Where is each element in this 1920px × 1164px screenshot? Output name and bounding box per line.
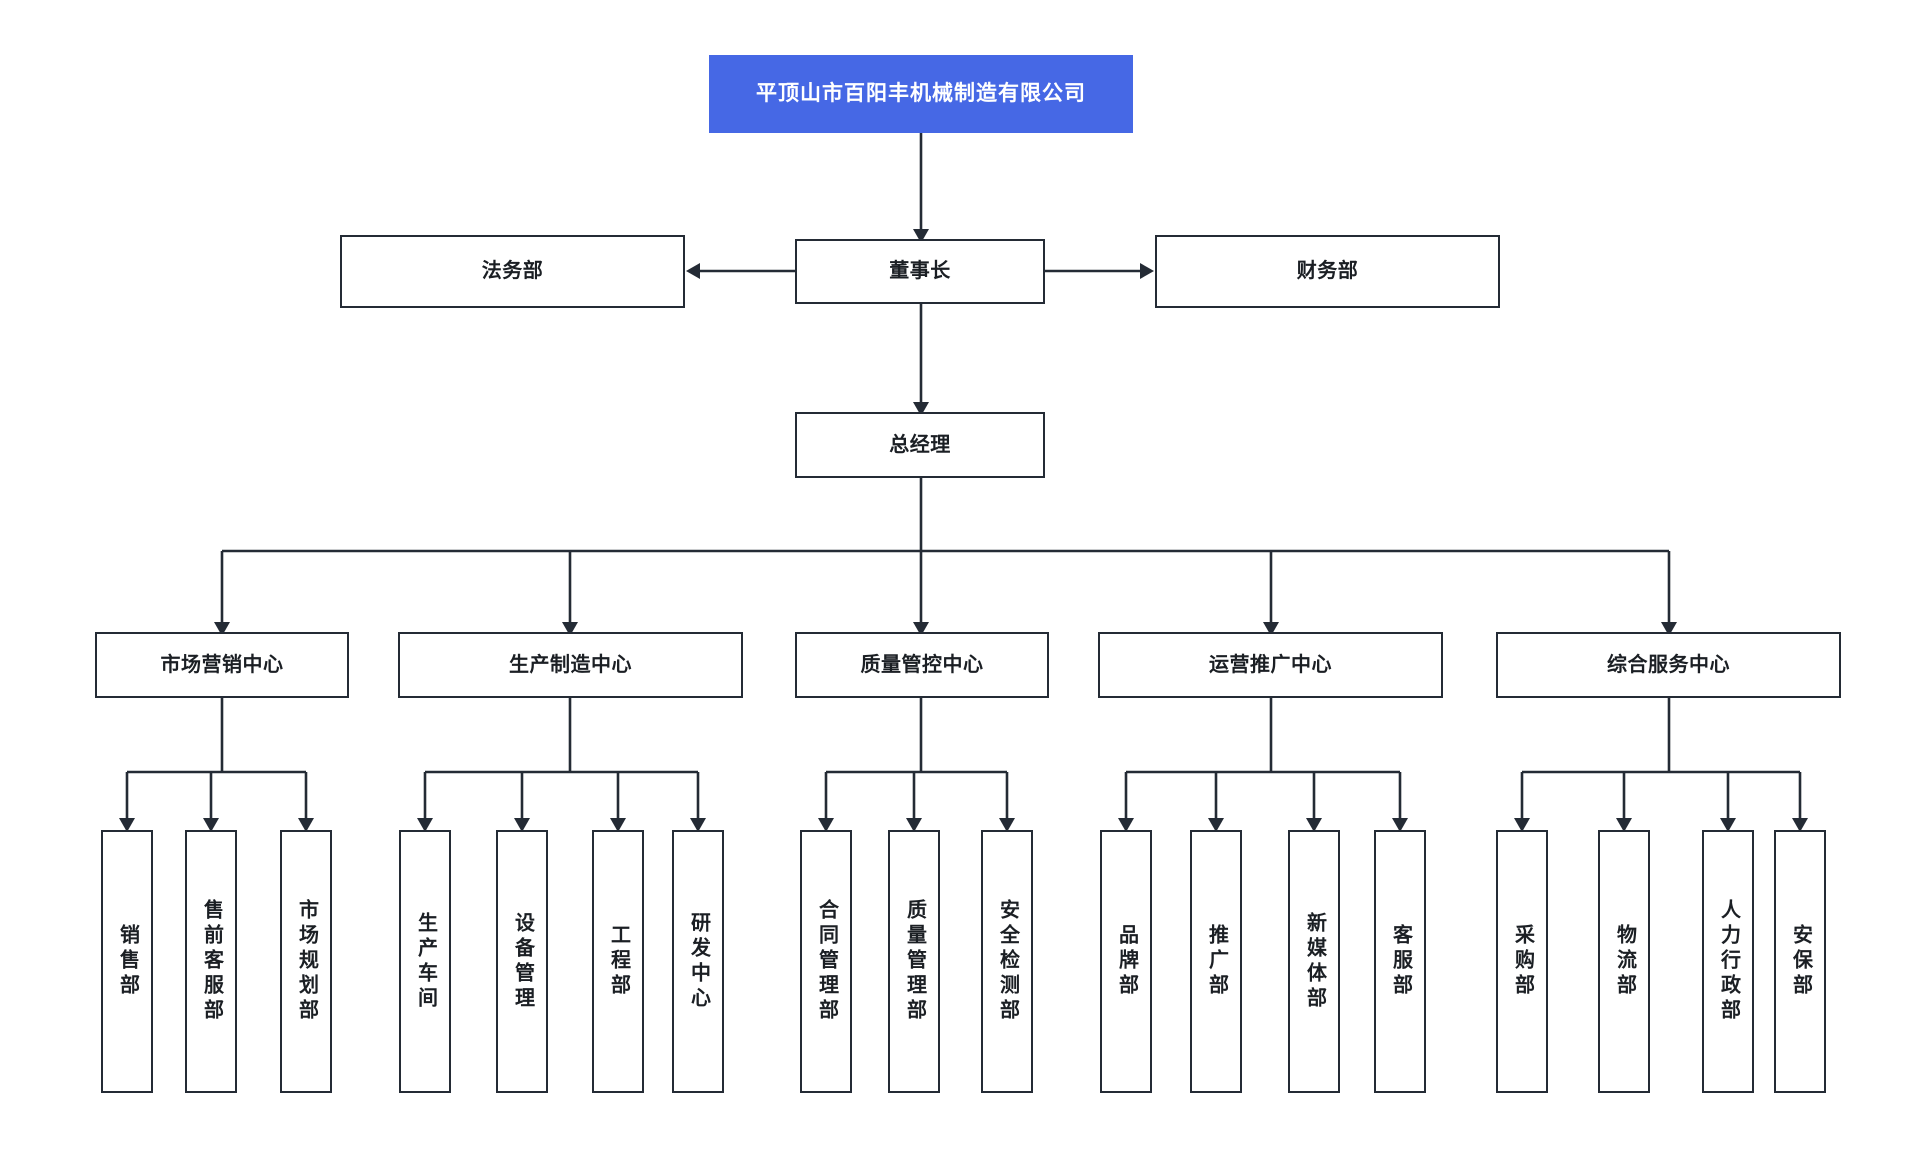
node-label-department: 客服部 <box>1389 924 1412 999</box>
node-department-equipment-management[interactable]: 设备管理 <box>496 830 548 1093</box>
node-label-department: 研发中心 <box>687 911 710 1012</box>
node-label-department: 合同管理部 <box>815 899 838 1024</box>
node-label-department: 品牌部 <box>1115 924 1138 999</box>
node-label-department: 安保部 <box>1789 924 1812 999</box>
node-department-engineering[interactable]: 工程部 <box>592 830 644 1093</box>
node-label-center-marketing: 市场营销中心 <box>160 653 284 676</box>
node-label-chairman: 董事长 <box>889 260 951 283</box>
node-department-procurement[interactable]: 采购部 <box>1496 830 1548 1093</box>
node-department-presales-service[interactable]: 售前客服部 <box>185 830 237 1093</box>
node-label-department: 生产车间 <box>414 911 437 1012</box>
node-department-customer-service[interactable]: 客服部 <box>1374 830 1426 1093</box>
node-label-department: 人力行政部 <box>1717 899 1740 1024</box>
node-label-finance: 财务部 <box>1296 260 1359 283</box>
node-center-quality[interactable]: 质量管控中心 <box>795 632 1049 698</box>
node-label-center-quality: 质量管控中心 <box>860 653 984 676</box>
node-center-manufacturing[interactable]: 生产制造中心 <box>398 632 743 698</box>
node-label-center-general-services: 综合服务中心 <box>1607 653 1730 676</box>
node-label-department: 市场规划部 <box>295 899 318 1024</box>
node-label-department: 设备管理 <box>511 911 534 1012</box>
node-label-department: 安全检测部 <box>996 899 1019 1024</box>
node-label-department: 新媒体部 <box>1303 911 1326 1012</box>
node-finance-department[interactable]: 财务部 <box>1155 235 1500 308</box>
node-department-hr-administration[interactable]: 人力行政部 <box>1702 830 1754 1093</box>
node-label-general-manager: 总经理 <box>889 433 951 456</box>
node-department-sales[interactable]: 销售部 <box>101 830 153 1093</box>
node-department-new-media[interactable]: 新媒体部 <box>1288 830 1340 1093</box>
node-label-department: 采购部 <box>1511 924 1534 999</box>
node-department-rnd-center[interactable]: 研发中心 <box>672 830 724 1093</box>
node-general-manager[interactable]: 总经理 <box>795 412 1045 478</box>
node-legal-department[interactable]: 法务部 <box>340 235 685 308</box>
node-label-department: 物流部 <box>1613 924 1636 999</box>
node-label-legal: 法务部 <box>481 260 544 283</box>
node-center-general-services[interactable]: 综合服务中心 <box>1496 632 1841 698</box>
node-company-root[interactable]: 平顶山市百阳丰机械制造有限公司 <box>709 55 1133 133</box>
node-label-department: 工程部 <box>607 924 630 999</box>
node-label-department: 销售部 <box>116 924 139 999</box>
node-department-logistics[interactable]: 物流部 <box>1598 830 1650 1093</box>
node-department-quality-management[interactable]: 质量管理部 <box>888 830 940 1093</box>
node-department-safety-inspection[interactable]: 安全检测部 <box>981 830 1033 1093</box>
node-label-center-manufacturing: 生产制造中心 <box>509 653 632 676</box>
node-label-center-operations: 运营推广中心 <box>1209 653 1332 676</box>
node-department-brand[interactable]: 品牌部 <box>1100 830 1152 1093</box>
node-department-market-planning[interactable]: 市场规划部 <box>280 830 332 1093</box>
node-department-promotion[interactable]: 推广部 <box>1190 830 1242 1093</box>
node-label-department: 推广部 <box>1205 924 1228 999</box>
node-center-operations[interactable]: 运营推广中心 <box>1098 632 1443 698</box>
node-department-production-workshop[interactable]: 生产车间 <box>399 830 451 1093</box>
node-center-marketing[interactable]: 市场营销中心 <box>95 632 349 698</box>
node-label-company: 平顶山市百阳丰机械制造有限公司 <box>756 82 1086 106</box>
node-label-department: 售前客服部 <box>200 899 223 1024</box>
node-label-department: 质量管理部 <box>903 899 926 1024</box>
node-department-security[interactable]: 安保部 <box>1774 830 1826 1093</box>
node-chairman[interactable]: 董事长 <box>795 239 1045 304</box>
node-department-contract-management[interactable]: 合同管理部 <box>800 830 852 1093</box>
